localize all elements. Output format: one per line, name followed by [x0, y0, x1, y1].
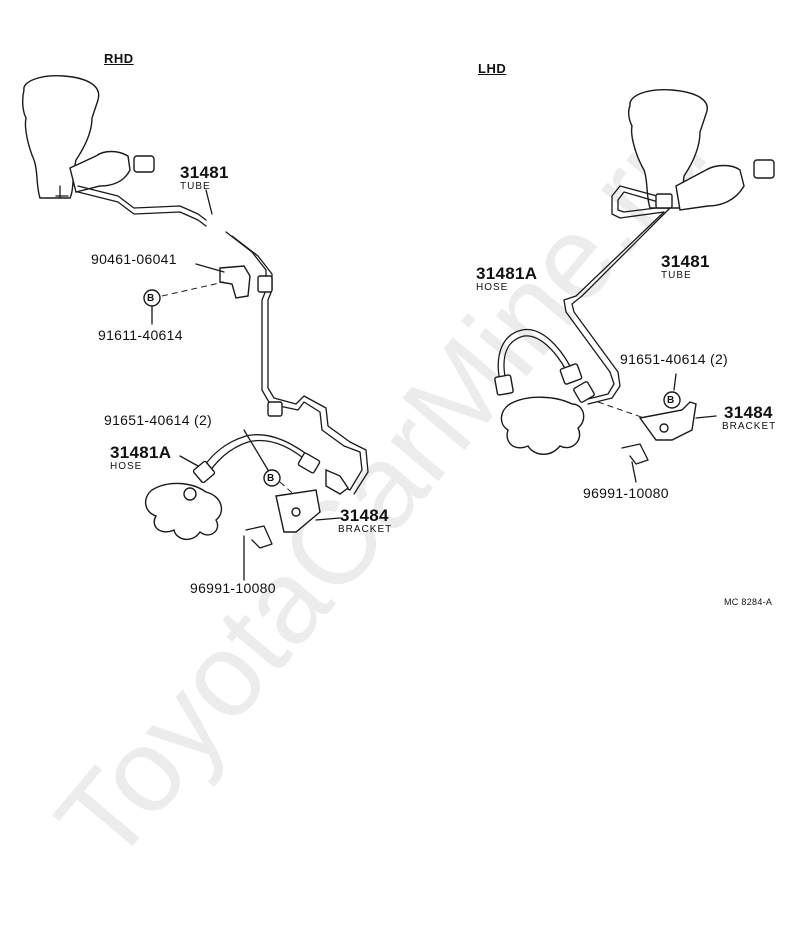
lhd-b-marker [597, 373, 681, 421]
rhd-clip-number: 96991-10080 [190, 580, 276, 596]
rhd-bracket-name: BRACKET [338, 524, 393, 535]
lhd-master-cylinder [627, 89, 775, 211]
lhd-gasket-number: 91651-40614 (2) [620, 351, 729, 367]
rhd-tube-number: 31481 [180, 163, 229, 182]
rhd-tube-name: TUBE [180, 181, 211, 192]
rhd-bracket [275, 489, 341, 533]
rhd-union-bolt-number: 90461-06041 [91, 251, 177, 267]
lhd-bracket [638, 401, 717, 441]
rhd-washer-number: 91611-40614 [98, 327, 183, 343]
figure-code: MC 8284-A [724, 597, 773, 607]
lhd-clutch-hose [494, 328, 595, 403]
lhd-tube-name: TUBE [661, 270, 692, 281]
lhd-b-label: B [667, 395, 675, 406]
rhd-header: RHD [104, 51, 134, 66]
rhd-b-label-1: B [147, 293, 155, 304]
rhd-clutch-hose [179, 434, 321, 484]
lhd-bracket-name: BRACKET [722, 421, 777, 432]
rhd-hose-name: HOSE [110, 461, 143, 472]
lhd-tube-number: 31481 [661, 252, 710, 271]
lhd-header: LHD [478, 61, 507, 76]
lhd-clip [621, 443, 649, 483]
lhd-bracket-number: 31484 [724, 403, 773, 422]
rhd-gasket-number: 91651-40614 (2) [104, 412, 213, 428]
lhd-clip-number: 96991-10080 [583, 485, 669, 501]
rhd-clutch-tube [77, 185, 369, 495]
lhd-hose-number: 31481A [476, 264, 538, 283]
rhd-leaders [205, 189, 213, 215]
lhd-clutch-tube [563, 185, 673, 405]
rhd-union-bolt [195, 263, 251, 299]
rhd-master-cylinder [21, 74, 155, 199]
rhd-b-marker-1 [143, 281, 225, 325]
rhd-release-cylinder [145, 482, 223, 540]
rhd-b-label-2: B [267, 473, 275, 484]
rhd-hose-number: 31481A [110, 443, 172, 462]
lhd-release-cylinder [500, 396, 585, 455]
rhd-bracket-number: 31484 [340, 506, 389, 525]
lhd-hose-name: HOSE [476, 282, 509, 293]
rhd-clip [243, 525, 273, 581]
